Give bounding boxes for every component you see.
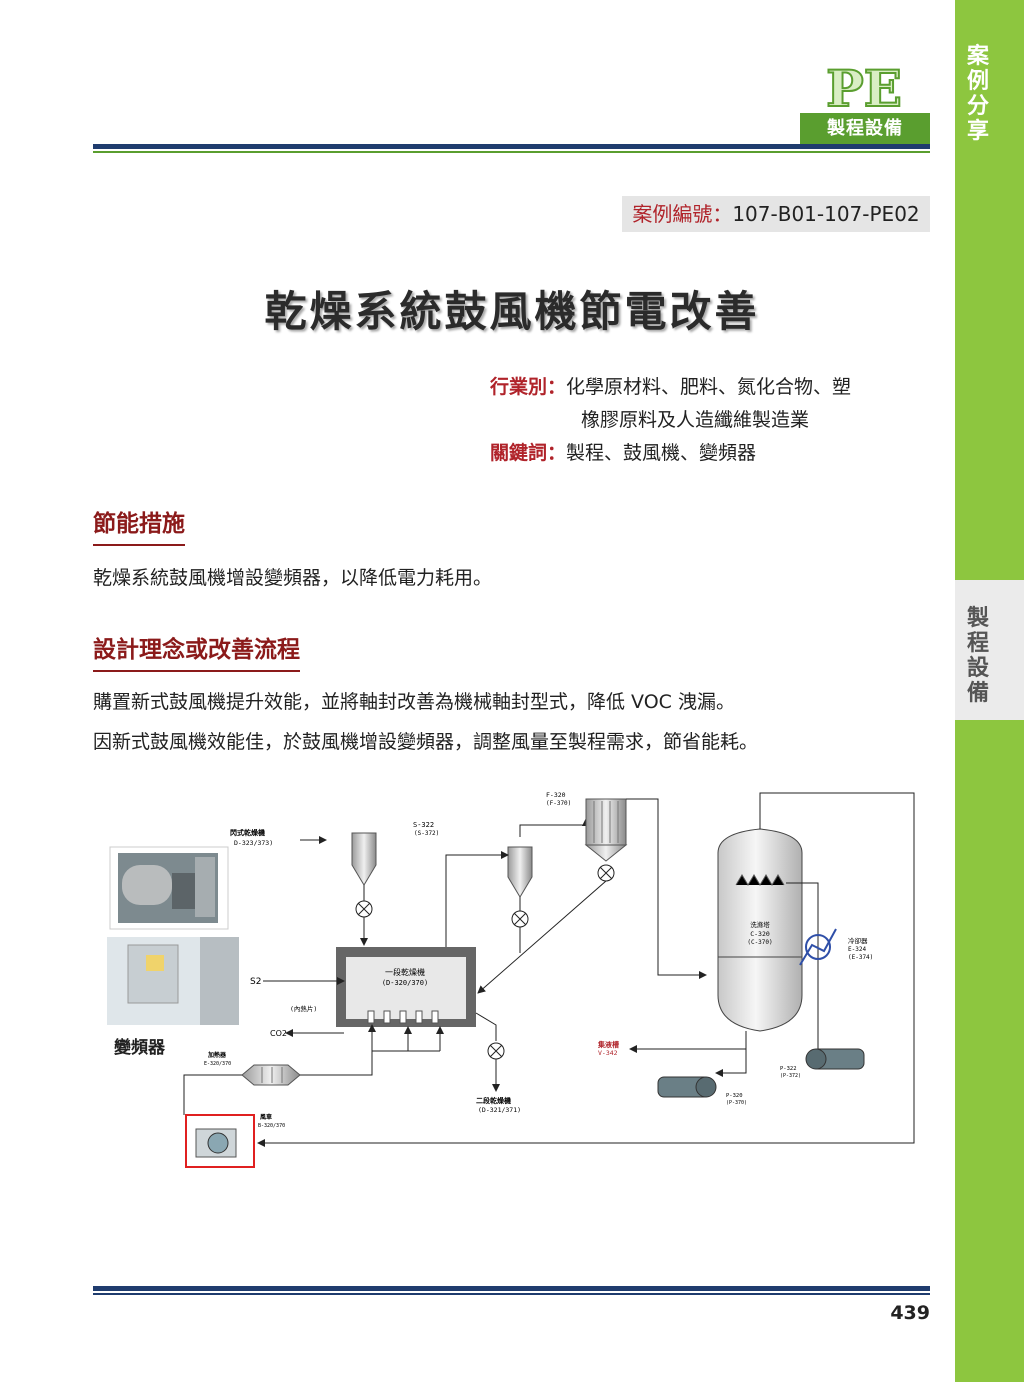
cooler-id: E-324 (848, 946, 866, 953)
cooler-id2: (E-374) (848, 954, 873, 961)
section-heading-measures: 節能措施 (93, 504, 185, 546)
keywords-label: 關鍵詞： (490, 442, 567, 464)
scrubber-tower: 洗滌塔 C-320 (C-370) (717, 828, 803, 1032)
bottom-rule-thick (93, 1286, 930, 1291)
page-number: 439 (890, 1302, 930, 1324)
page-title: 乾燥系統鼓風機節電改善 (264, 287, 760, 336)
sidebar-char: 備 (966, 681, 989, 706)
pump2-id: (P-370) (726, 1100, 747, 1106)
dryer1-id: (D-320/370) (382, 979, 428, 987)
dryer-photo (109, 846, 229, 930)
pe-logo: PE (825, 64, 903, 112)
sidebar-char: 案 (966, 44, 989, 69)
pump2-label: P-320 (726, 1093, 743, 1099)
top-rule-thick (93, 144, 930, 149)
keywords-row: 關鍵詞：製程、鼓風機、變頻器 (490, 436, 756, 470)
sidebar-char: 程 (966, 631, 989, 656)
f320-id: (F-370) (546, 800, 571, 807)
vfd-label: 變頻器 (114, 1037, 166, 1058)
case-number-box: 案例編號：107-B01-107-PE02 (622, 196, 930, 232)
pump1-id: (P-372) (780, 1073, 801, 1079)
section-text-design-line1: 購置新式鼓風機提升效能，並將軸封改善為機械軸封型式，降低 VOC 洩漏。 (93, 691, 735, 713)
s2-label: S2 (250, 977, 261, 987)
industry-value-line1: 化學原材料、肥料、氮化合物、塑 (566, 376, 852, 398)
scrubber-id2: (C-370) (747, 939, 772, 946)
dryer2-id: (D-321/371) (478, 1106, 521, 1114)
cooler (799, 928, 837, 966)
sidebar-char: 設 (966, 656, 989, 681)
flash-dryer-id: D-323/373) (234, 839, 273, 847)
inverter-photo (107, 937, 239, 1025)
heater (241, 1064, 301, 1086)
blower-id: B-320/370 (258, 1123, 285, 1129)
co2-label: CO2 (270, 1029, 287, 1038)
pe-logo-text: PE (826, 64, 902, 112)
s322-label: S-322 (413, 821, 434, 829)
s322-id: (S-372) (414, 830, 439, 837)
scrubber-id: C-320 (750, 930, 770, 938)
tank-label: 集液槽 (597, 1040, 619, 1049)
f320-label: F-320 (546, 791, 566, 799)
pump-p322 (805, 1048, 865, 1070)
case-number-label: 案例編號： (632, 202, 733, 226)
keywords-value: 製程、鼓風機、變頻器 (566, 442, 757, 464)
top-rule-thin (93, 151, 930, 153)
blower-label: 風車 (260, 1113, 272, 1121)
sidebar-char: 分 (966, 94, 989, 119)
blower (185, 1114, 255, 1168)
pump-p320 (657, 1076, 717, 1098)
tank-id: V-342 (598, 1049, 618, 1057)
sidebar-top-label: 案 例 分 享 (963, 44, 993, 144)
heater-label: 加熱器 (207, 1051, 227, 1059)
section-heading-design: 設計理念或改善流程 (93, 630, 300, 672)
pump1-label: P-322 (780, 1066, 797, 1072)
first-stage-dryer: 一段乾燥機 (D-320/370) (336, 947, 476, 1027)
sidebar-char: 享 (966, 119, 989, 144)
process-flow-diagram: 變頻器 一段乾燥機 (D-320/370) (內熱片) S2 CO2 閃式乾燥機… (107, 791, 915, 1168)
sidebar-char: 製 (966, 606, 989, 631)
bottom-rule-thin (93, 1293, 930, 1295)
industry-row: 行業別：化學原材料、肥料、氮化合物、塑 (490, 370, 851, 404)
cooler-label: 冷卻器 (848, 936, 868, 945)
sidebar-section-label: 製 程 設 備 (963, 606, 993, 706)
flash-dryer-label: 閃式乾燥機 (230, 828, 265, 837)
industry-label: 行業別： (490, 376, 567, 398)
inner-heat-label: (內熱片) (290, 1004, 317, 1013)
sidebar-section-tab (955, 580, 1024, 720)
heater-id: E-320/370 (204, 1061, 231, 1067)
scrubber-label: 洗滌塔 (750, 920, 770, 929)
sidebar-char: 例 (966, 69, 989, 94)
dryer2-label: 二段乾燥機 (476, 1096, 511, 1105)
section-text-design-line2: 因新式鼓風機效能佳，於鼓風機增設變頻器，調整風量至製程需求，節省能耗。 (93, 731, 759, 753)
dryer1-label: 一段乾燥機 (385, 967, 425, 977)
case-number-value: 107-B01-107-PE02 (732, 202, 920, 226)
industry-value-line2: 橡膠原料及人造纖維製造業 (581, 409, 810, 431)
section-text-measures: 乾燥系統鼓風機增設變頻器，以降低電力耗用。 (93, 567, 493, 589)
pe-badge: 製程設備 (800, 113, 930, 145)
